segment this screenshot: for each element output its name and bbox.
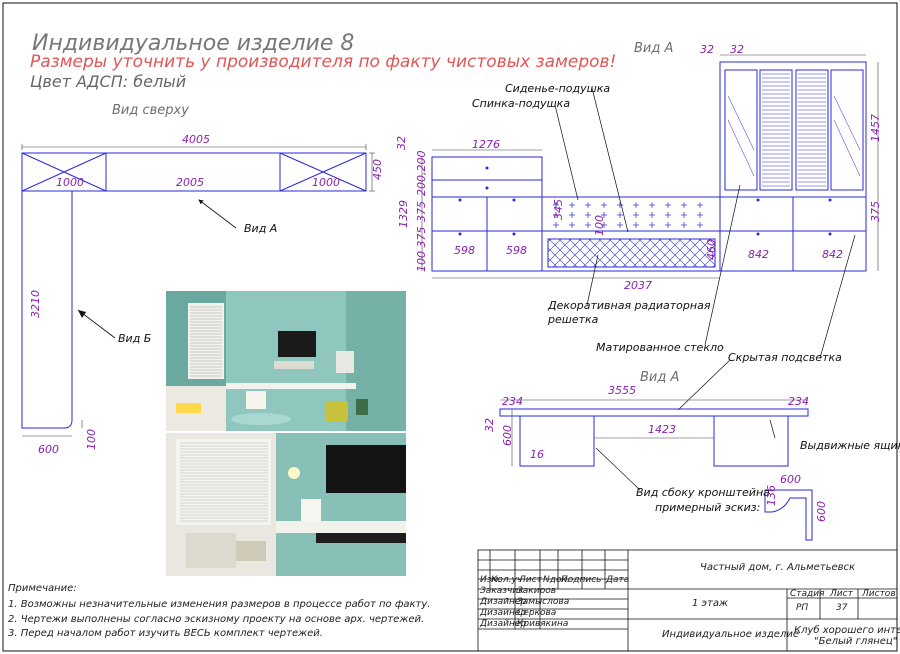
dim-bracket-600-v: 600: [815, 501, 828, 522]
label-bracket-2: примерный эскиз:: [655, 501, 761, 514]
tb-role: Дизайнер: [480, 597, 527, 607]
dimension-warning: Размеры уточнить у производителя по факт…: [30, 52, 617, 72]
arrow-label-b: Вид Б: [118, 332, 152, 345]
view-title-a-side: Вид А: [640, 370, 680, 385]
dim-1457: 1457: [869, 114, 882, 142]
tb-col-izm: Изм.: [480, 575, 502, 585]
dim-1423: 1423: [648, 423, 676, 436]
dim-right-segment: 1000: [312, 176, 340, 189]
bracket-sketch: [764, 489, 813, 541]
arrow-label-a: Вид А: [244, 222, 278, 235]
dim-842-b: 842: [822, 248, 843, 261]
tb-col-date: Дата: [606, 575, 630, 585]
tb-col-ndok: Nдок.: [543, 575, 570, 585]
page-title: Индивидуальное изделие 8: [32, 31, 355, 56]
tb-role: Дизайнер: [480, 619, 527, 629]
dim-375-a: 375: [415, 201, 428, 222]
dim-32-b: 32: [730, 43, 744, 56]
tb-floor: 1 этаж: [692, 598, 728, 609]
dim-100: 100: [593, 215, 606, 236]
dim-32-c: 32: [395, 136, 408, 150]
tb-item: Индивидуальное изделие: [662, 629, 799, 640]
label-grille-2: решетка: [548, 313, 599, 326]
tb-sheet-header: Лист: [830, 589, 853, 599]
label-bracket-1: Вид сбоку кронштейна: [636, 486, 770, 499]
tb-company: Клуб хорошего интерьера: [794, 625, 900, 636]
tb-stage-header: Стадия: [790, 589, 825, 599]
dim-598-a: 598: [454, 244, 475, 257]
tb-col-kol: Кол.уч: [491, 575, 523, 585]
dim-842-a: 842: [748, 248, 769, 261]
tb-col-sign: Подпись: [561, 575, 602, 585]
dim-side-32: 32: [483, 418, 496, 432]
note-item: 3. Перед началом работ изучить ВЕСЬ комп…: [8, 628, 323, 639]
tb-name: Кривякина: [517, 619, 569, 629]
interior-render-bottom: [166, 433, 406, 576]
dim-3555: 3555: [608, 384, 636, 397]
tb-role: Дизайнер: [480, 608, 527, 618]
interior-render-top: [166, 291, 406, 431]
dim-234-b: 234: [788, 395, 809, 408]
dim-left-segment: 1000: [56, 176, 84, 189]
tb-company: "Белый глянец": [814, 636, 898, 647]
label-hidden-light: Скрытая подсветка: [728, 351, 842, 364]
title-block: [477, 549, 898, 652]
tb-project: Частный дом, г. Альметьевск: [700, 562, 856, 573]
label-grille-1: Декоративная радиаторная: [548, 299, 711, 312]
dim-1329: 1329: [397, 200, 410, 228]
dim-side-length: 3210: [29, 290, 42, 318]
tb-sheets-header: Листов: [862, 589, 896, 599]
dim-corner: 100: [85, 429, 98, 450]
tb-name: Замыслова: [517, 597, 570, 607]
color-spec: Цвет АДСП: белый: [30, 72, 187, 91]
dim-16: 16: [530, 448, 544, 461]
dim-bottom-width: 600: [38, 443, 59, 456]
tb-col-list: Лист: [519, 575, 542, 585]
tb-name: Закиров: [517, 586, 557, 596]
dim-375-b: 100 375: [415, 226, 428, 273]
dim-total-width: 4005: [182, 133, 210, 146]
view-title-top: Вид сверху: [112, 103, 189, 118]
label-drawers: Выдвижные ящики: [800, 439, 900, 452]
note-item: 1. Возможны незначительные изменения раз…: [8, 599, 431, 610]
tb-role: Заказчик: [480, 586, 524, 596]
dim-200-200: 200,200: [415, 150, 428, 197]
top-view-plan: [21, 152, 367, 429]
dim-234-a: 234: [502, 395, 523, 408]
dim-1276: 1276: [472, 138, 500, 151]
dim-bracket-136: 136: [765, 485, 778, 506]
label-back-cushion: Спинка-подушка: [472, 97, 571, 110]
dim-side-600: 600: [501, 425, 514, 446]
dim-bracket-600: 600: [780, 473, 801, 486]
note-item: 2. Чертежи выполнены согласно эскизному …: [8, 614, 425, 625]
dim-2037: 2037: [624, 279, 652, 292]
tb-stage: РП: [796, 603, 809, 613]
tb-sheet: 37: [836, 603, 848, 613]
side-view-a: [499, 408, 809, 467]
label-seat-cushion: Сиденье-подушка: [505, 82, 611, 95]
dim-depth: 450: [371, 159, 384, 180]
dim-598-b: 598: [506, 244, 527, 257]
dim-375-c: 375: [869, 201, 882, 222]
dim-middle-segment: 2005: [176, 176, 204, 189]
label-frosted-glass: Матированное стекло: [596, 341, 724, 354]
view-title-a: Вид А: [634, 41, 674, 56]
notes-title: Примечание:: [8, 583, 77, 594]
dim-345: 345: [552, 199, 565, 220]
front-view-a: [431, 61, 867, 272]
tb-name: Серкова: [517, 608, 557, 618]
dim-32-a: 32: [700, 43, 714, 56]
dim-460: 460: [705, 239, 718, 260]
